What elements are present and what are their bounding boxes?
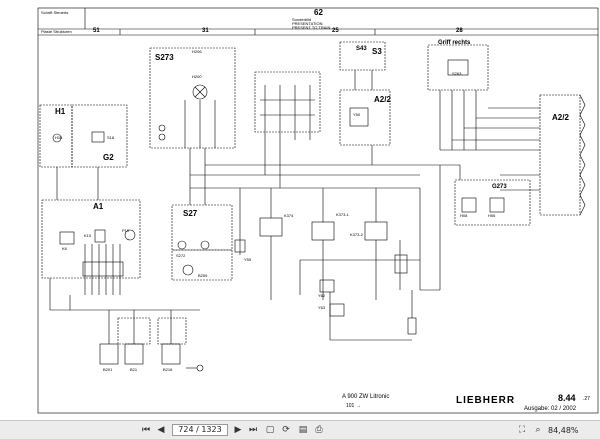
label-k6: K6 xyxy=(62,246,67,251)
relay-k373-2 xyxy=(364,221,388,241)
block-g273 xyxy=(454,179,531,226)
label-p10: P10 xyxy=(122,228,130,233)
label-g273: G273 xyxy=(492,184,507,190)
nav-prev-icon[interactable]: ◀ xyxy=(157,425,165,435)
label-h18: H18 xyxy=(55,135,63,140)
sensor-b216 xyxy=(161,343,181,365)
block-a1 xyxy=(41,199,141,279)
schematic-sheet: Schrift Steuerts Plaste Strukturen 62 So… xyxy=(37,7,599,414)
block-s273 xyxy=(149,47,236,149)
label-h206: H206 xyxy=(192,49,202,54)
connector-strip xyxy=(254,71,321,133)
nav-next-icon[interactable]: ▶ xyxy=(234,425,242,435)
valve-y63 xyxy=(329,303,345,317)
label-s263: S263 xyxy=(452,71,462,76)
label-h06: H06 xyxy=(488,213,496,218)
block-g2 xyxy=(71,104,128,168)
label-k373-2: K373-2 xyxy=(350,232,363,237)
label-s18: S18 xyxy=(107,135,115,140)
nav-first-icon[interactable]: ⏮ xyxy=(141,425,151,435)
viewer-toolbar: ⏮ ◀ 724 / 1323 ▶ ⏭ ▢ ⟳ ▤ ⎙ ⛶ ⌕ 84,48% xyxy=(0,420,600,439)
header-note-2: PRESENTATION xyxy=(292,21,323,26)
page-ref: 101 → xyxy=(346,403,361,409)
sheet-frame xyxy=(37,7,599,414)
label-s27: S27 xyxy=(183,209,198,218)
fullscreen-icon[interactable]: ⛶ xyxy=(518,425,526,435)
label-k10: K10 xyxy=(84,233,92,238)
header-left-top: Schrift Steuerts xyxy=(41,10,69,15)
zoom-icon[interactable]: ⌕ xyxy=(535,425,541,435)
label-k373-1: K373-1 xyxy=(336,212,349,217)
sheet-number: 62 xyxy=(314,8,323,17)
label-a1: A1 xyxy=(93,202,104,211)
fit-page-icon[interactable]: ▢ xyxy=(265,425,275,435)
block-a2-left xyxy=(339,89,391,146)
doc-number: 8.44 xyxy=(558,393,576,403)
label-b201: B201 xyxy=(103,367,113,372)
label-g2: G2 xyxy=(103,153,114,162)
label-s273: S273 xyxy=(155,53,174,62)
doc-subnumber: .27 xyxy=(583,396,590,402)
label-y55: Y55 xyxy=(244,257,252,262)
sensor-b21 xyxy=(124,343,144,365)
label-y50: Y50 xyxy=(353,112,361,117)
label-k374: K374 xyxy=(284,213,294,218)
print-icon[interactable]: ⎙ xyxy=(315,425,323,435)
label-y62: Y62 xyxy=(318,293,326,298)
zoom-level[interactable]: 84,48% xyxy=(548,426,579,435)
label-s43: S43 xyxy=(356,46,367,52)
label-grip-right: Griff rechts xyxy=(438,40,471,46)
label-s272: S272 xyxy=(176,253,186,258)
column-31: 31 xyxy=(202,28,209,34)
label-b259: B259 xyxy=(198,273,208,278)
column-51: 51 xyxy=(93,28,100,34)
label-h08: H08 xyxy=(460,213,468,218)
label-a2-2-right: A2/2 xyxy=(552,113,569,122)
block-s43 xyxy=(339,41,386,71)
save-icon[interactable]: ▤ xyxy=(298,425,308,435)
rotate-icon[interactable]: ⟳ xyxy=(282,425,290,435)
wiring-diagram xyxy=(37,7,599,414)
column-25: 25 xyxy=(332,28,339,34)
sensor-b201 xyxy=(99,343,119,365)
label-h1: H1 xyxy=(55,107,66,116)
label-a2-2-left: A2/2 xyxy=(374,95,391,104)
nav-last-icon[interactable]: ⏭ xyxy=(248,425,258,435)
relay-k374 xyxy=(259,217,283,237)
label-b21: B21 xyxy=(130,367,138,372)
header-note-3: PRESENT TO TRAIN xyxy=(292,25,331,30)
block-grip-right xyxy=(427,44,489,91)
relay-k373-1 xyxy=(311,221,335,241)
header-left-bottom: Plaste Strukturen xyxy=(41,29,72,34)
label-s3: S3 xyxy=(372,47,382,56)
label-y63: Y63 xyxy=(318,305,326,310)
header-note-1: Sonderbild xyxy=(292,17,312,22)
label-h200: H200 xyxy=(192,74,202,79)
block-s27 xyxy=(171,204,233,251)
page-number-input[interactable]: 724 / 1323 xyxy=(172,424,228,436)
edition: Ausgabe: 02 / 2002 xyxy=(524,406,577,412)
label-b216: B216 xyxy=(163,367,173,372)
model-label: A 900 ZW Litronic xyxy=(342,394,390,400)
brand-logo: LIEBHERR xyxy=(456,395,516,406)
valve-y62 xyxy=(319,279,335,293)
column-28: 28 xyxy=(456,28,463,34)
